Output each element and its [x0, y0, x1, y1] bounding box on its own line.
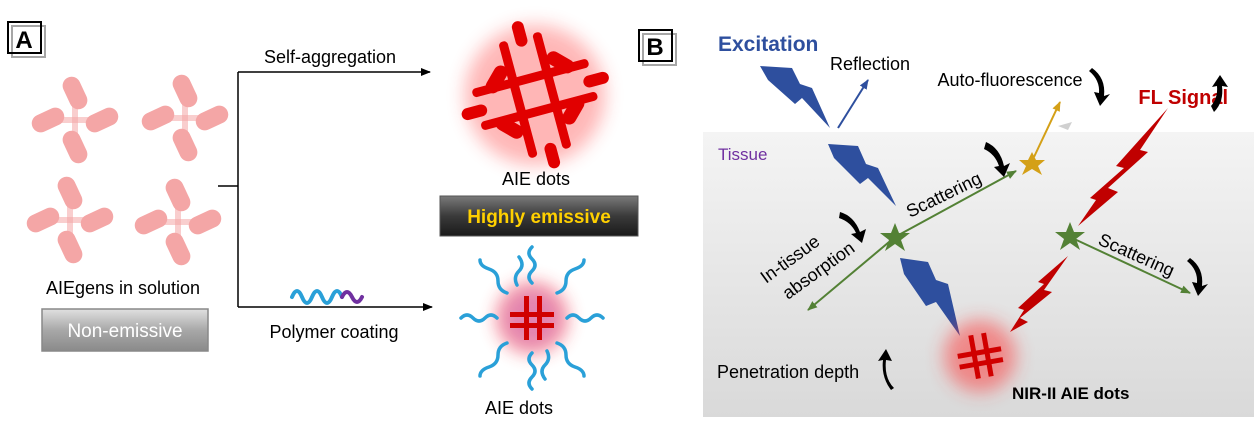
- scatter-star-icon: [1055, 222, 1085, 250]
- self-aggregation-label: Self-aggregation: [264, 47, 396, 67]
- branch-connector: [218, 68, 433, 311]
- panel-b-label: B: [646, 34, 663, 61]
- scatter-right-arrow: [1069, 236, 1191, 294]
- penetration-depth-label: Penetration depth: [717, 362, 859, 382]
- aiegen-molecule: [131, 175, 225, 269]
- aiegen-molecules: [23, 71, 232, 269]
- nir-aie-dots-particle: [944, 320, 1016, 392]
- excitation-label: Excitation: [718, 33, 818, 56]
- reflection-arrow: [837, 79, 869, 129]
- panel-b: Tissue B Excitation Reflection Auto-fluo…: [638, 29, 1254, 417]
- excitation-bolt: [760, 66, 830, 128]
- auto-fluorescence-label: Auto-fluorescence: [937, 70, 1082, 90]
- nir-aie-dots-label: NIR-II AIE dots: [1012, 384, 1129, 403]
- curved-arrow-icon: [1211, 75, 1228, 112]
- aie-dots-bottom-label: AIE dots: [485, 398, 553, 417]
- excitation-bolts: [760, 66, 960, 336]
- curved-arrow-icon: [1089, 68, 1110, 106]
- reflection-label: Reflection: [830, 54, 910, 74]
- polymer-coated-aie-dots: [459, 245, 605, 391]
- excitation-bolt: [900, 258, 960, 336]
- curved-arrow-icon: [839, 212, 866, 243]
- scatter-stars: [880, 222, 1085, 251]
- non-emissive-label: Non-emissive: [67, 321, 182, 342]
- fl-signal-bolts: [1010, 108, 1168, 332]
- fl-signal-bolt: [1078, 108, 1168, 226]
- aiegen-molecule: [28, 73, 122, 167]
- excitation-bolt: [828, 144, 896, 206]
- scatter-to-tissue-arrow: [894, 170, 1017, 238]
- panel-a-label: A: [15, 27, 32, 54]
- tissue-label: Tissue: [718, 145, 767, 164]
- scattering-paths: [807, 170, 1191, 311]
- fl-signal-bolt: [1010, 256, 1068, 332]
- highly-emissive-badge: [439, 195, 639, 237]
- highly-emissive-label: Highly emissive: [467, 207, 611, 228]
- aiegen-molecule: [23, 173, 117, 267]
- panel-a: A AIEgens in solution Non-emissive Self-…: [7, 21, 639, 418]
- aggregated-aie-dots: [461, 21, 609, 169]
- panel-a-label-box: [7, 21, 42, 54]
- panel-b-label-box: [638, 29, 673, 62]
- fl-signal-label: FL Signal: [1138, 87, 1228, 109]
- curved-arrows: [839, 68, 1228, 390]
- curved-arrow-icon: [984, 142, 1010, 177]
- polymer-chain-icon: [290, 289, 364, 305]
- autofluorescence-star-icon: [1019, 152, 1045, 175]
- curved-arrow-icon: [1187, 258, 1208, 296]
- absorption-arrow: [807, 236, 896, 311]
- scatter-star-icon: [880, 223, 910, 251]
- polymer-coating-label: Polymer coating: [269, 322, 398, 342]
- aiegen-molecule: [138, 71, 232, 165]
- aie-dots-top-label: AIE dots: [502, 169, 570, 189]
- aiegens-label: AIEgens in solution: [46, 278, 200, 298]
- curved-arrow-icon: [878, 349, 894, 390]
- auto-fluorescence-arrow: [1033, 101, 1061, 158]
- non-emissive-badge: [41, 308, 209, 352]
- small-arrowhead-decoration: [1058, 122, 1072, 130]
